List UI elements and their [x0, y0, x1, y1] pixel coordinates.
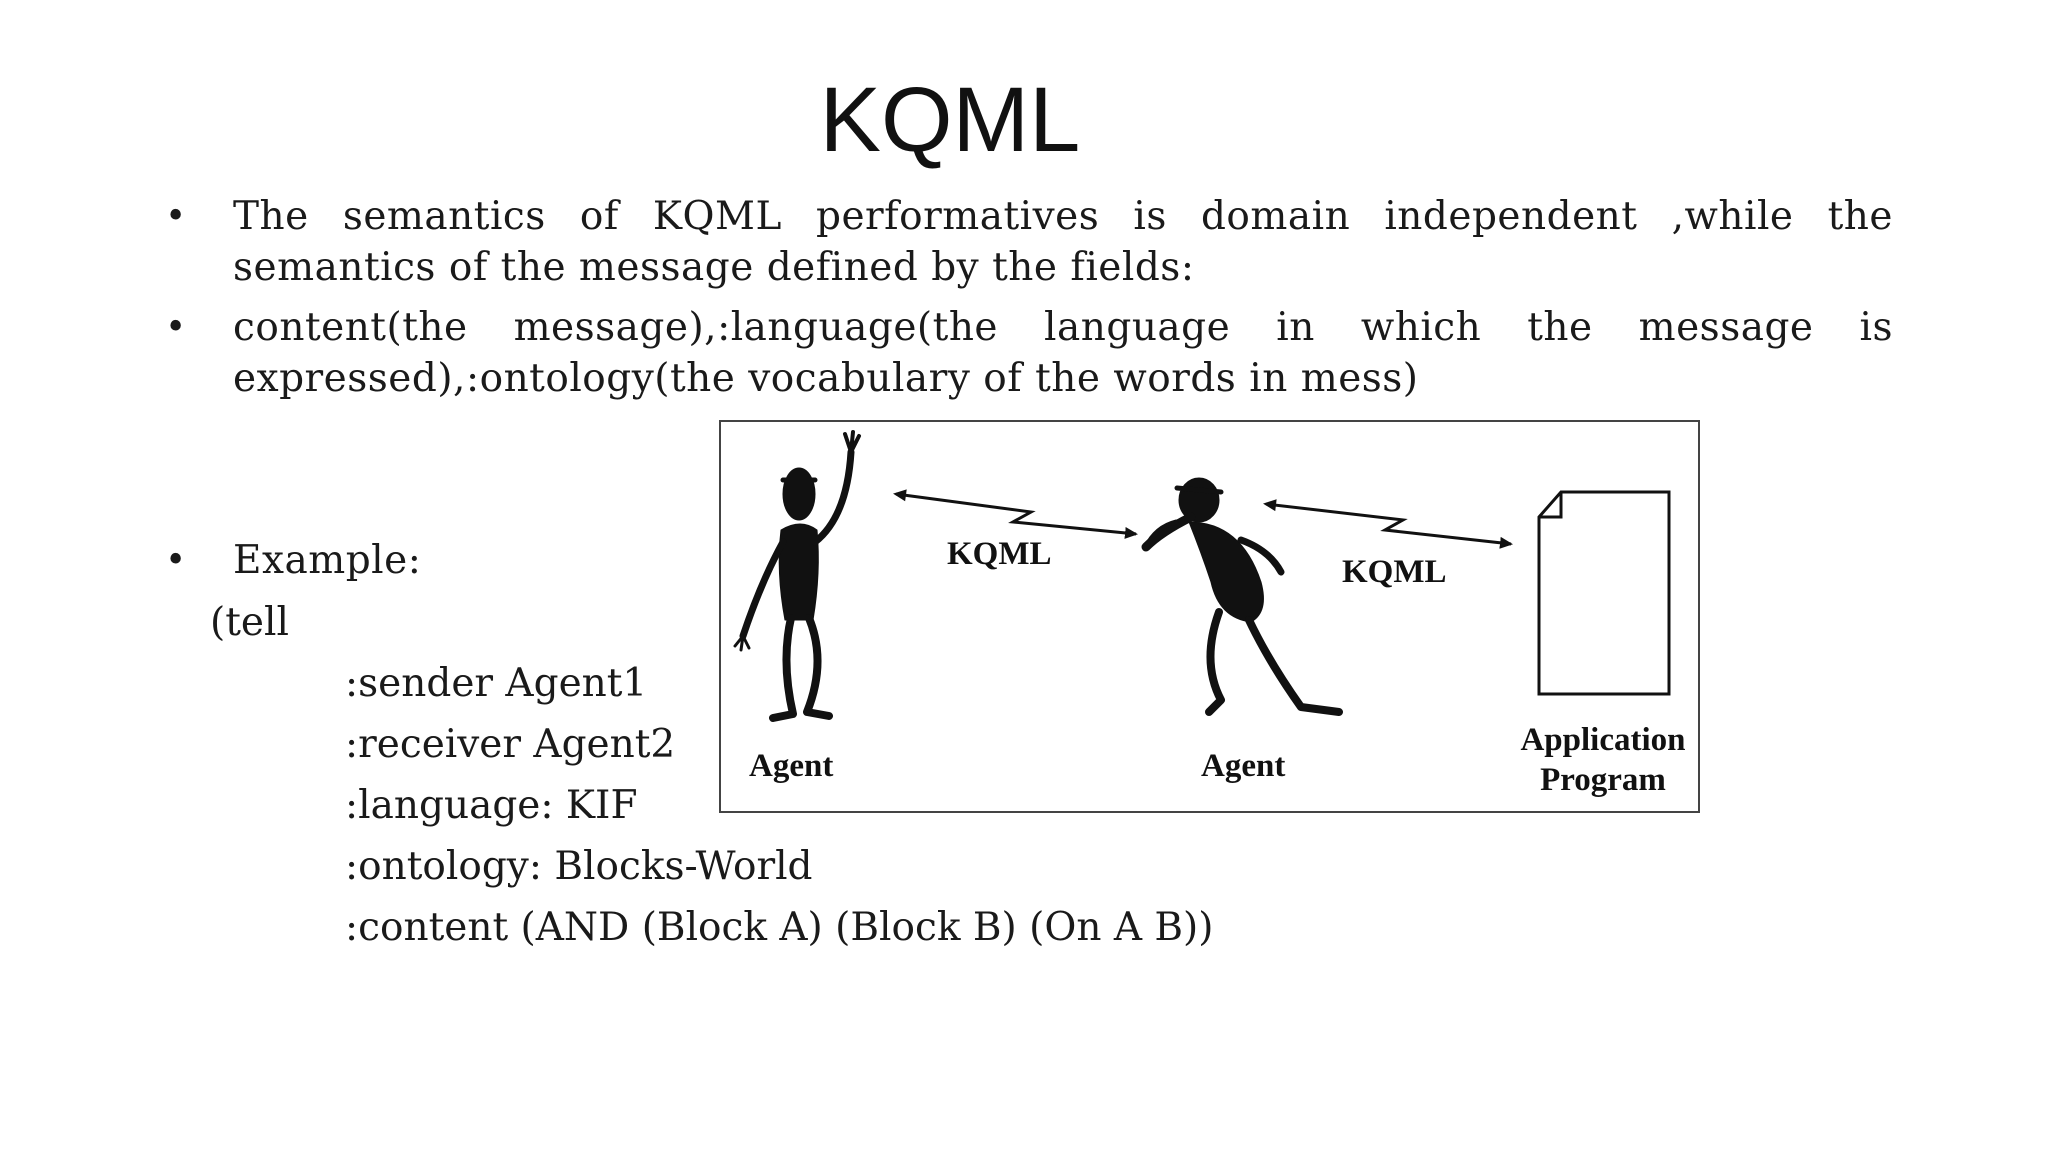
kqml-link-label-right: KQML	[1342, 554, 1447, 590]
bullet-text: The semantics of KQML performatives is d…	[233, 194, 1893, 290]
kqml-link-label-left: KQML	[947, 536, 1052, 572]
bullet-text: Example:	[233, 538, 422, 583]
bullet-dot: •	[165, 540, 187, 581]
bidirectional-arrow-icon	[1263, 499, 1513, 549]
agent-figure-icon	[1141, 477, 1343, 716]
bidirectional-arrow-icon	[893, 489, 1138, 539]
left-agent-label: Agent	[749, 748, 834, 784]
example-line-language: :language: KIF	[345, 783, 638, 828]
diagram-artwork	[733, 430, 1671, 722]
bullet-dot: •	[165, 307, 187, 348]
example-line-content: :content (AND (Block A) (Block B) (On A …	[345, 905, 1214, 950]
example-line-sender: :sender Agent1	[345, 661, 648, 706]
application-program-label: Application Program	[1511, 720, 1695, 800]
agent-figure-icon	[733, 430, 861, 722]
bullet-dot: •	[165, 196, 187, 237]
application-program-label-line1: Application	[1520, 722, 1686, 758]
example-open: (tell	[210, 600, 289, 645]
example-line-receiver: :receiver Agent2	[345, 722, 676, 767]
slide-title: KQML	[819, 69, 1081, 171]
middle-agent-label: Agent	[1201, 748, 1286, 784]
kqml-diagram: KQML KQML Agent Agent Application Progra…	[719, 420, 1700, 813]
application-program-label-line2: Program	[1540, 762, 1666, 798]
example-line-ontology: :ontology: Blocks-World	[345, 844, 813, 889]
bullet-text: content(the message),:language(the langu…	[233, 305, 1893, 401]
document-icon	[1537, 490, 1671, 696]
